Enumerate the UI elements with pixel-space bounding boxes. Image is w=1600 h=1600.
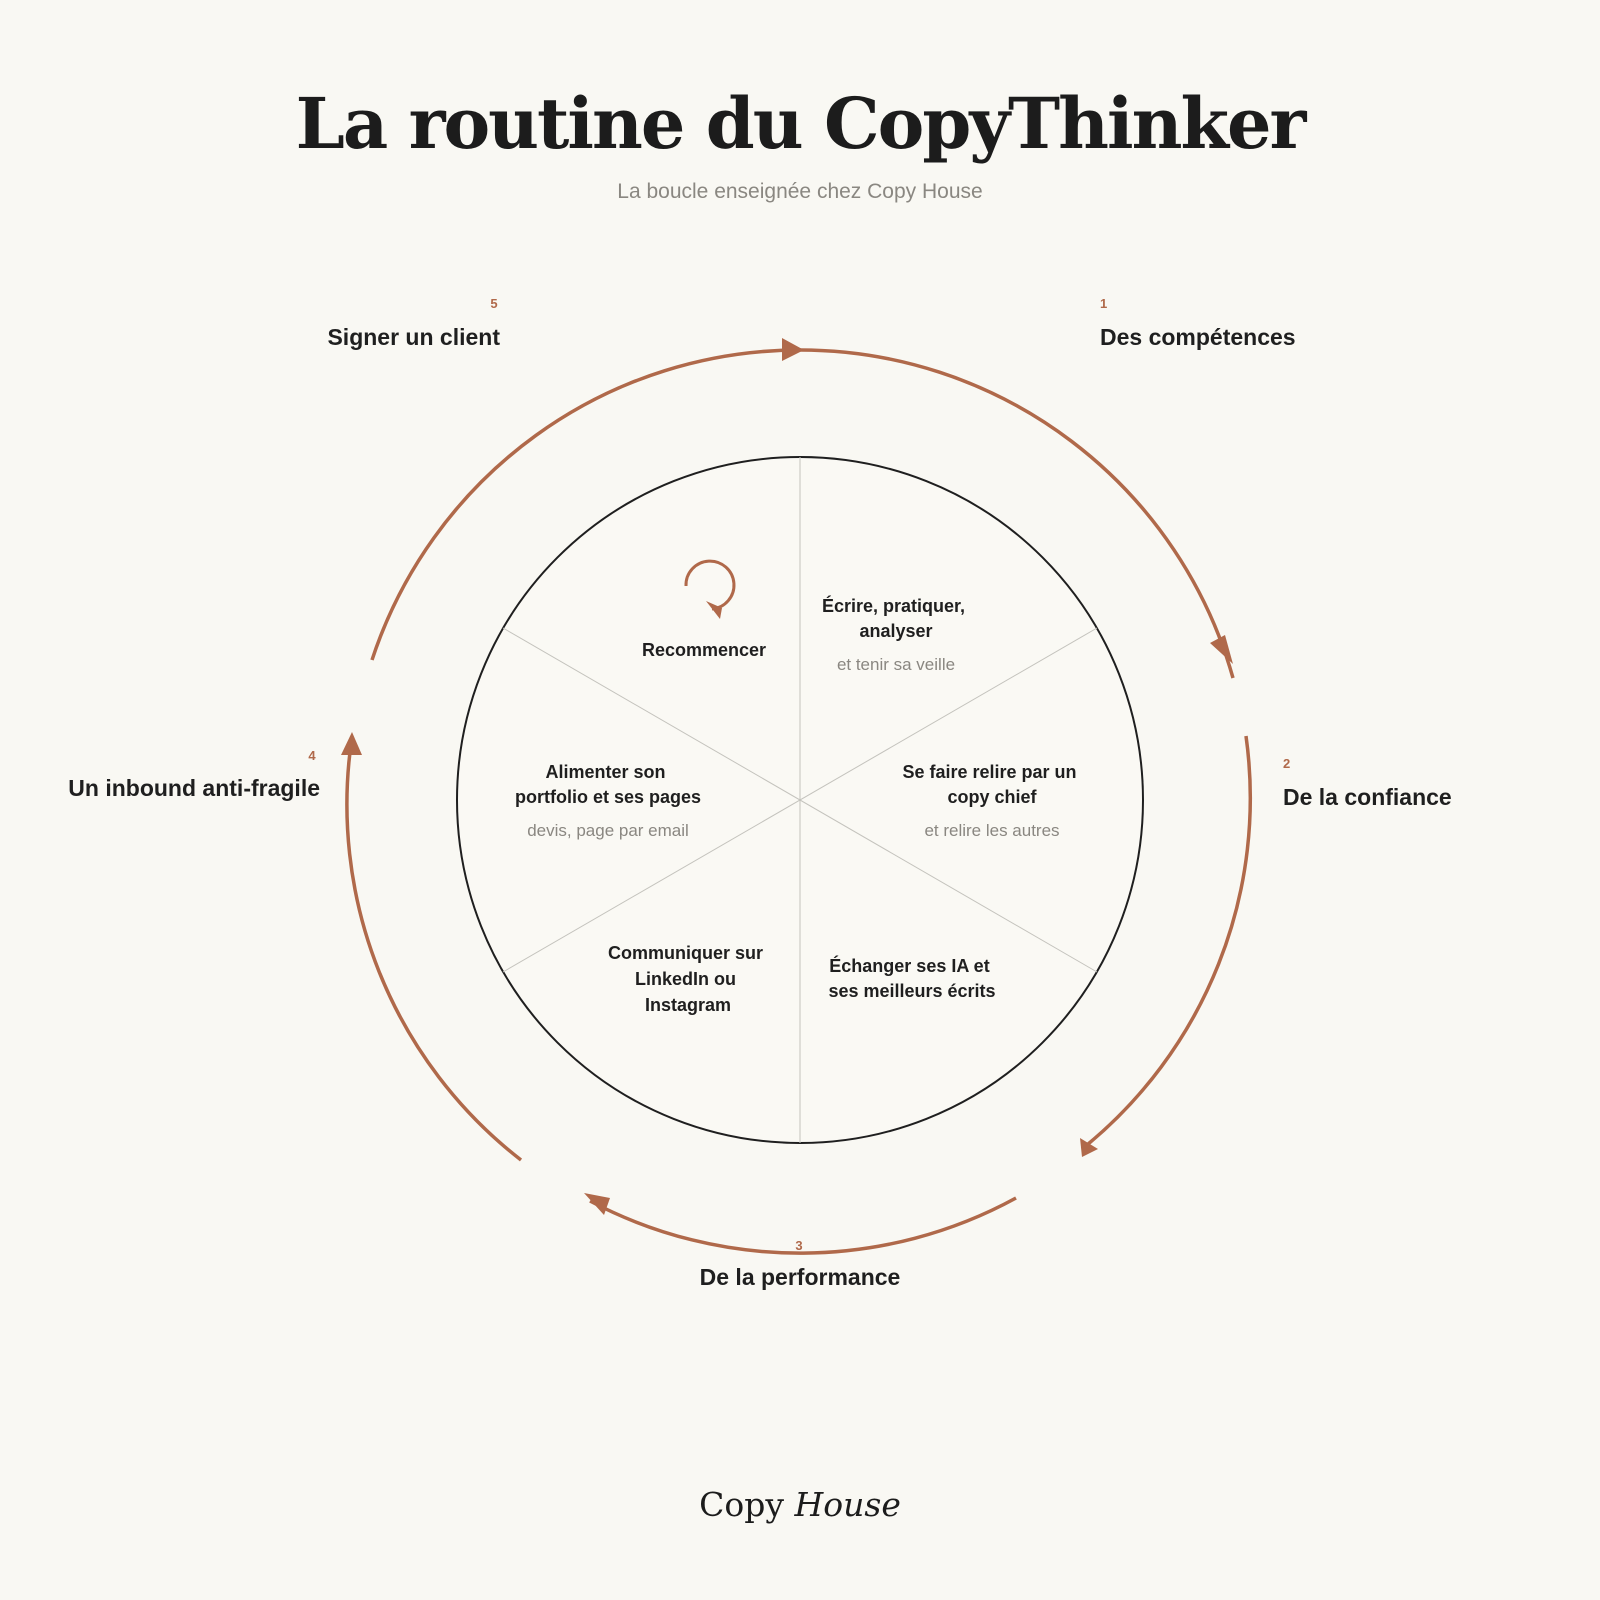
segment-subtitle: et relire les autres [924, 821, 1059, 840]
segment-title: Alimenter son portfolio et ses pages [515, 762, 701, 807]
divider-line [502, 627, 1098, 973]
brand-part-1: Copy [699, 1485, 784, 1524]
cycle-arrow-5 [782, 338, 804, 361]
cycle-arrow-4 [341, 732, 362, 755]
step-label: De la confiance [1283, 784, 1452, 810]
segment-title: Écrire, pratiquer, analyser [822, 595, 970, 641]
page-title: La routine du CopyThinker [295, 82, 1307, 165]
segment-title: Recommencer [642, 640, 766, 660]
brand-part-2: House [794, 1485, 901, 1524]
cycle-arc-2 [1080, 735, 1253, 1151]
step-number: 3 [795, 1238, 802, 1253]
segment-title: Échanger ses IA et ses meilleurs écrits [828, 955, 995, 1001]
step-label: Des compétences [1100, 324, 1296, 350]
cycle-arc-3 [589, 1196, 1017, 1255]
cycle-arc-5 [370, 348, 801, 661]
page-subtitle: La boucle enseignée chez Copy House [617, 180, 983, 203]
loop-arrow-icon [684, 559, 736, 619]
step-number: 2 [1283, 756, 1290, 771]
step-number: 5 [490, 296, 497, 311]
cycle-arrow-3 [584, 1193, 610, 1215]
cycle-arc-4 [345, 736, 523, 1162]
step-label: Signer un client [327, 324, 500, 350]
step-number: 4 [308, 748, 316, 763]
segment-title: Se faire relire par un copy chief [902, 762, 1081, 807]
brand-logo: Copy House [0, 1485, 1600, 1524]
segment-title: Communiquer sur LinkedIn ou Instagram [608, 943, 768, 1015]
step-label: De la performance [700, 1264, 901, 1290]
segment-subtitle: devis, page par email [527, 821, 689, 840]
cycle-arrow-1 [1210, 635, 1233, 664]
cycle-arc-1 [799, 348, 1235, 679]
step-number: 1 [1100, 296, 1107, 311]
step-label: Un inbound anti-fragile [68, 775, 320, 801]
segment-subtitle: et tenir sa veille [837, 655, 955, 674]
cycle-arrow-2 [1080, 1138, 1098, 1157]
